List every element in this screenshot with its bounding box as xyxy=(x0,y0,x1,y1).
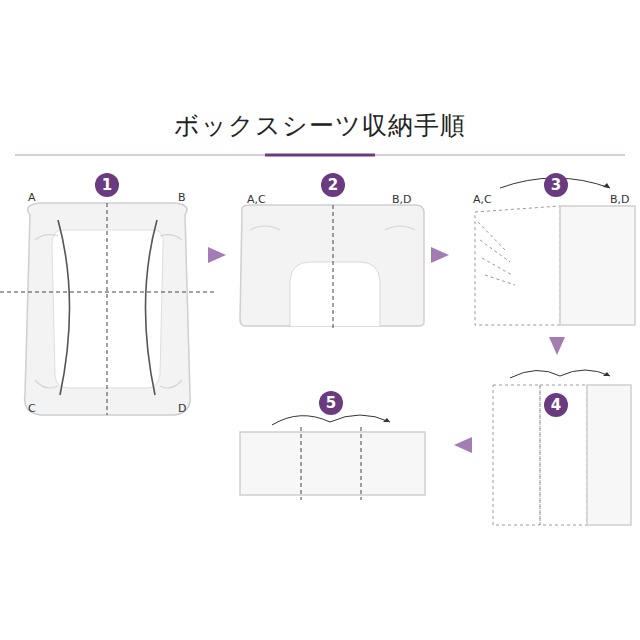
step-number-text: 3 xyxy=(551,178,561,193)
corner-label: D xyxy=(178,403,186,414)
corner-label: A,C xyxy=(473,194,492,205)
sheet-step5 xyxy=(240,415,425,500)
corner-label: A,C xyxy=(247,194,266,205)
title-rule xyxy=(15,154,625,156)
step-number-text: 5 xyxy=(326,396,336,411)
corner-label: A xyxy=(28,192,36,203)
sheet-step4 xyxy=(493,370,631,525)
step-number-text: 1 xyxy=(102,178,112,193)
next-arrow xyxy=(431,247,449,263)
step-number: 1 xyxy=(95,173,119,197)
next-arrow xyxy=(208,247,226,263)
step-number: 3 xyxy=(544,173,568,197)
sheet-step3 xyxy=(475,178,635,325)
next-arrow xyxy=(454,437,472,453)
step-number-text: 4 xyxy=(551,398,561,413)
corner-label: B,D xyxy=(610,194,630,205)
corner-label: B xyxy=(178,192,186,203)
next-arrow xyxy=(549,337,565,355)
step-number: 4 xyxy=(544,393,568,417)
step-number: 2 xyxy=(321,173,345,197)
sheet-step2 xyxy=(240,205,424,330)
sheet-step1 xyxy=(0,203,215,415)
step-number: 5 xyxy=(319,391,343,415)
corner-label: B,D xyxy=(392,194,412,205)
title-rule-accent xyxy=(265,154,375,157)
step-number-text: 2 xyxy=(328,178,338,193)
corner-label: C xyxy=(28,403,36,414)
page-title: ボックスシーツ収納手順 xyxy=(174,109,466,142)
